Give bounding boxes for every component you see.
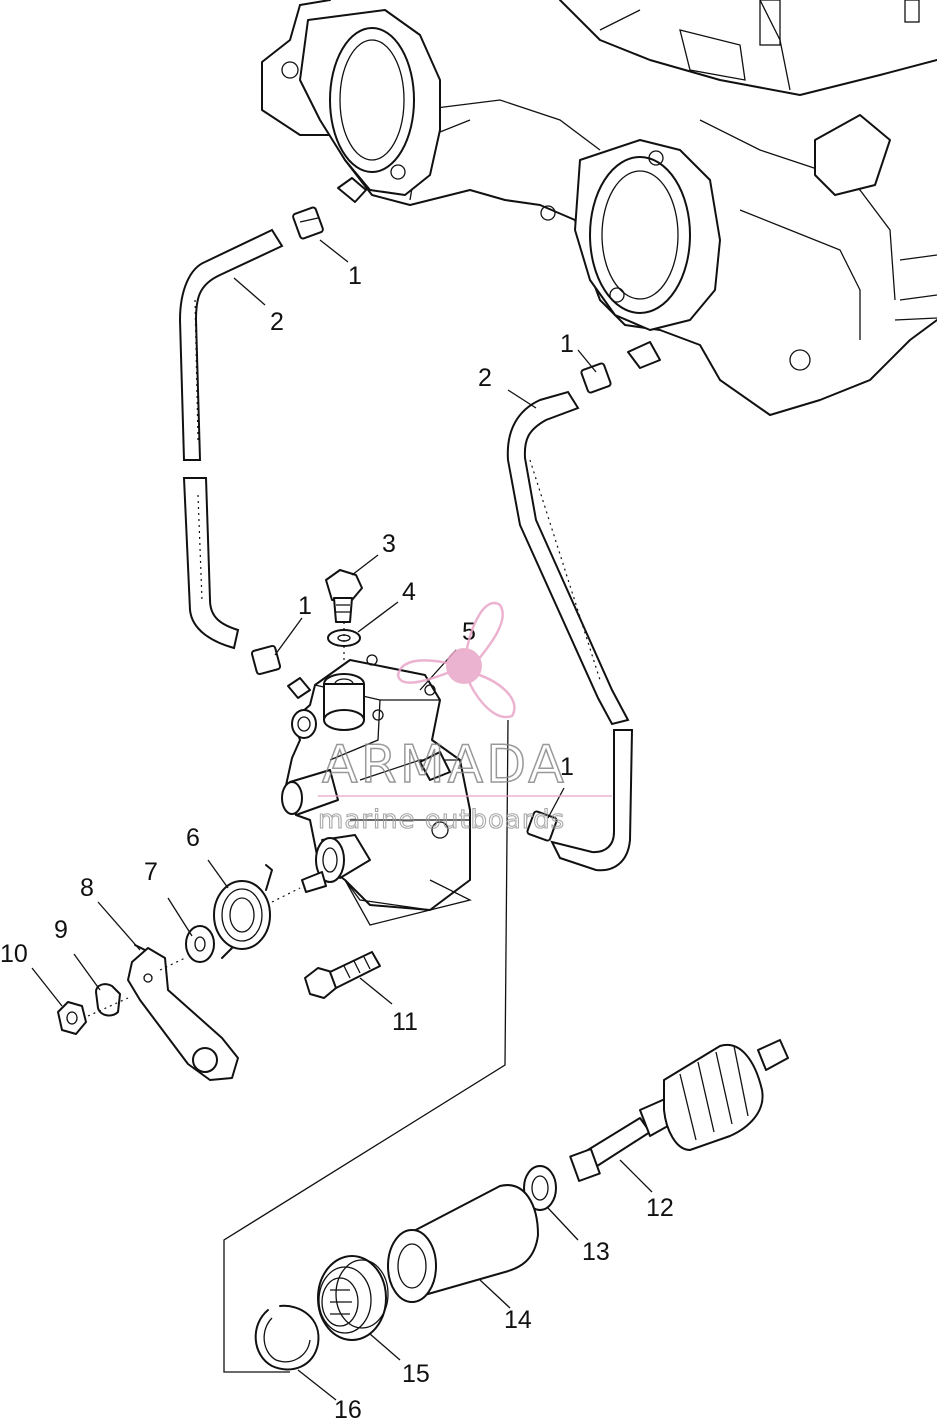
callout-clip: 9	[54, 916, 68, 944]
callout-bushing: 14	[504, 1306, 532, 1334]
clamp-mid-left	[250, 644, 282, 676]
nut-10	[57, 1001, 87, 1035]
callout-oil-pump: 5	[462, 618, 476, 646]
callout-hose-left: 2	[270, 308, 284, 336]
callout-clamp-top-left: 1	[348, 262, 362, 290]
engine-block	[261, 0, 937, 416]
hose-left	[178, 228, 284, 650]
watermark-tagline: marine outboards	[318, 805, 565, 835]
callout-gear-shaft: 12	[646, 1194, 674, 1222]
callout-lever: 8	[80, 874, 94, 902]
driven-gear-shaft-12	[569, 1039, 789, 1182]
callout-leaders	[31, 239, 653, 1401]
callout-clamp-mid-right: 1	[560, 753, 574, 781]
lever-8	[127, 944, 239, 1081]
callout-washer-13: 13	[582, 1238, 610, 1266]
screw-3	[325, 569, 363, 623]
bolt-11	[304, 951, 381, 999]
callout-washer-7: 7	[144, 858, 158, 886]
hose-right	[506, 390, 634, 872]
clamp-top-right	[580, 362, 612, 394]
oil-pump	[281, 654, 471, 911]
callout-hose-right: 2	[478, 364, 492, 392]
clamp-top-left	[292, 206, 324, 240]
bushing-14	[387, 1184, 539, 1303]
watermark-brand: ARMADA	[322, 735, 567, 795]
callout-bolt: 11	[392, 1008, 418, 1036]
washer-13	[523, 1165, 557, 1211]
clip-9	[95, 983, 121, 1017]
callout-clamp-mid-left: 1	[298, 592, 312, 620]
spring-6	[213, 864, 273, 959]
clamp-mid-right	[526, 810, 558, 842]
callout-seal: 15	[402, 1360, 430, 1388]
seal-15	[317, 1255, 389, 1341]
callout-washer: 4	[402, 578, 416, 606]
washer-4	[327, 629, 361, 647]
retaining-ring-16	[254, 1304, 320, 1371]
callout-spring: 6	[186, 824, 200, 852]
armada-logo-propeller-icon	[396, 601, 516, 719]
callout-retaining-ring: 16	[334, 1396, 362, 1420]
callout-nut: 10	[0, 940, 28, 968]
washer-7	[185, 925, 215, 963]
watermark: ARMADA marine outboards	[317, 601, 612, 836]
callout-screw: 3	[382, 530, 396, 558]
callout-clamp-top-right: 1	[560, 330, 574, 358]
